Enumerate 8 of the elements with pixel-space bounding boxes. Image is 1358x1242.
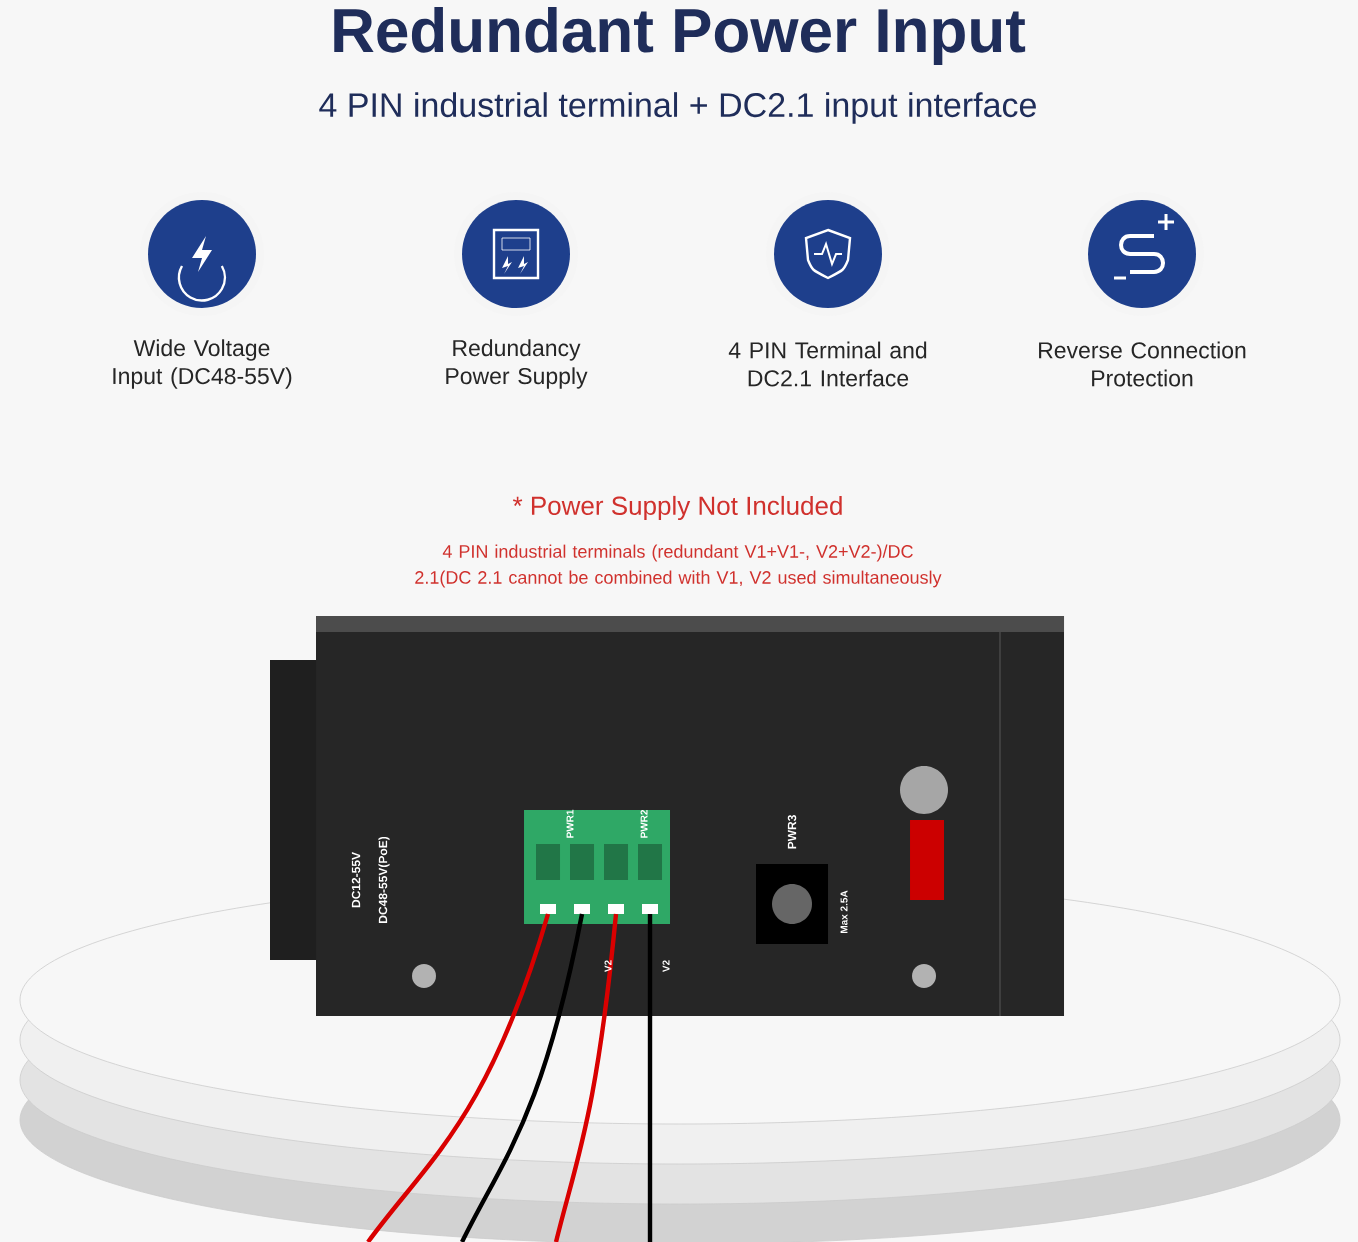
note-text: 4 PIN industrial terminals (redundant V1+V1-, V2+V2-)/DC 2.1(DC 2.1 cannot be combined with V1, V2 used simultaneously	[415, 544, 942, 588]
feature-label: Wide Voltage Input (DC48-55V)	[113, 339, 292, 389]
subtitle: 4 PIN industrial terminal + DC2.1 input interface	[319, 92, 1036, 124]
feature-label: Reverse Connection Protection	[1039, 341, 1246, 387]
feature-label: Redundancy Power Supply	[446, 339, 588, 389]
title: Redundant Power Input	[334, 7, 1026, 65]
footnote: * Power Supply Not Included	[512, 495, 842, 521]
feature-label: 4 PIN Terminal and DC2.1 Interface	[728, 341, 927, 387]
